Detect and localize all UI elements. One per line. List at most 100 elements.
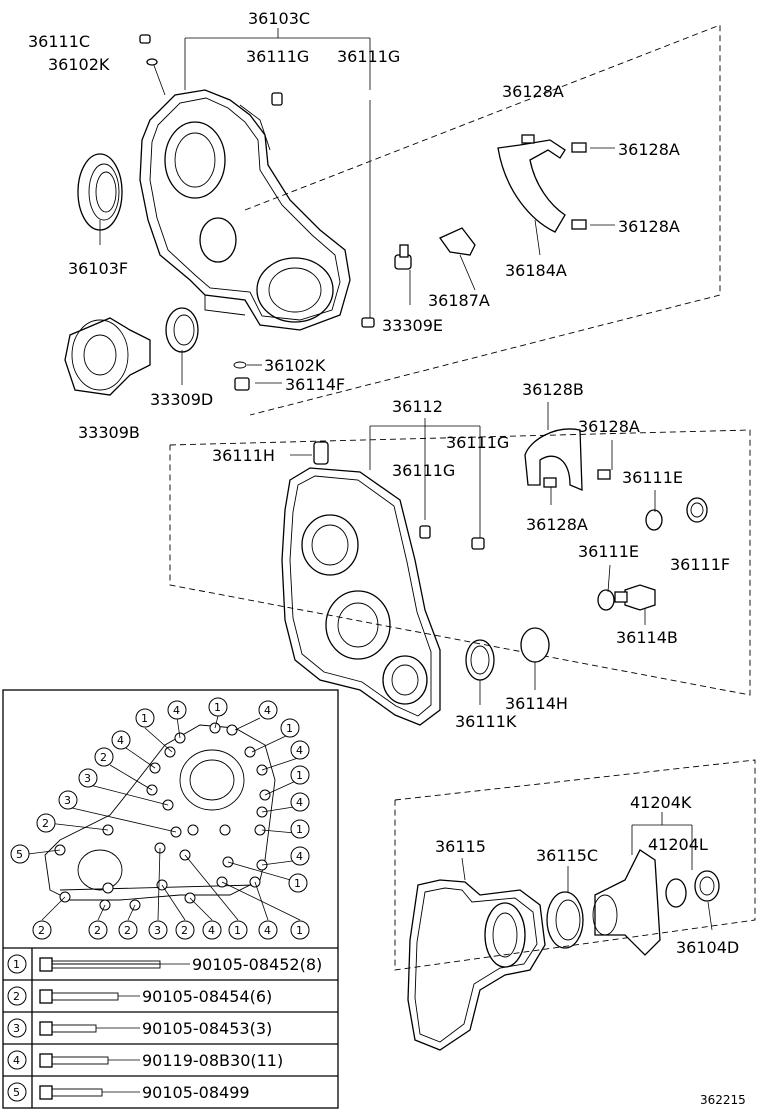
- label-36111K: 36111K: [455, 712, 517, 731]
- callout-1: 1: [290, 920, 310, 940]
- svg-text:3: 3: [13, 1022, 20, 1035]
- callout-2: 2: [36, 813, 56, 833]
- callout-1: 1: [280, 718, 300, 738]
- label-41204L: 41204L: [648, 835, 708, 854]
- label-36128A-m2: 36128A: [526, 515, 588, 534]
- callout-2: 2: [175, 920, 195, 940]
- svg-text:4: 4: [117, 734, 124, 747]
- label-36111E-2: 36111E: [578, 542, 639, 561]
- legend-code-2: 90105-08454(6): [142, 987, 272, 1006]
- legend-code-3: 90105-08453(3): [142, 1019, 272, 1038]
- figure-id: 362215: [700, 1093, 746, 1107]
- callout-4: 4: [258, 700, 278, 720]
- svg-text:4: 4: [208, 924, 215, 937]
- label-36111E-1: 36111E: [622, 468, 683, 487]
- callout-1: 1: [135, 708, 155, 728]
- label-33309E: 33309E: [382, 316, 443, 335]
- label-36111C: 36111C: [28, 32, 90, 51]
- legend-row-1: 1 90105-08452(8): [7, 954, 322, 974]
- label-36112: 36112: [392, 397, 443, 416]
- small-parts-top: [64, 34, 587, 396]
- extension-housing-36115: [407, 849, 720, 1051]
- svg-text:1: 1: [296, 769, 303, 782]
- label-36111H: 36111H: [212, 446, 275, 465]
- callout-1: 1: [228, 920, 248, 940]
- svg-text:1: 1: [286, 722, 293, 735]
- svg-text:2: 2: [181, 924, 188, 937]
- svg-text:2: 2: [100, 751, 107, 764]
- callout-3: 3: [58, 790, 78, 810]
- svg-text:2: 2: [42, 817, 49, 830]
- svg-text:4: 4: [296, 850, 303, 863]
- callout-4: 4: [111, 730, 131, 750]
- callout-3: 3: [78, 768, 98, 788]
- label-41204K: 41204K: [630, 793, 692, 812]
- rear-case-36112: [281, 467, 441, 726]
- labels-bottom: 41204K 36115 36115C 41204L 36104D: [435, 793, 739, 957]
- svg-text:3: 3: [64, 794, 71, 807]
- callout-5: 5: [10, 844, 30, 864]
- legend-code-1: 90105-08452(8): [192, 955, 322, 974]
- svg-text:1: 1: [296, 924, 303, 937]
- svg-text:5: 5: [16, 848, 23, 861]
- svg-text:4: 4: [13, 1054, 20, 1067]
- label-36103C: 36103C: [248, 9, 310, 28]
- bolt-legend: 1 90105-08452(8) 2 90105-08454(6) 3: [7, 954, 322, 1102]
- labels-mid: 36112 36128B 36128A 36111H 36111G 36111G…: [212, 380, 730, 731]
- svg-text:4: 4: [173, 704, 180, 717]
- front-case-36103C: [139, 89, 351, 331]
- label-36111F: 36111F: [670, 555, 730, 574]
- leader-lines-top: [99, 28, 615, 385]
- label-36111G-1: 36111G: [246, 47, 309, 66]
- legend-row-3: 3 90105-08453(3): [7, 1018, 272, 1038]
- svg-text:1: 1: [13, 958, 20, 971]
- svg-text:2: 2: [94, 924, 101, 937]
- label-36102K-bot: 36102K: [264, 356, 326, 375]
- svg-text:4: 4: [296, 796, 303, 809]
- callout-1: 1: [288, 873, 308, 893]
- small-parts-mid: [313, 428, 708, 681]
- svg-text:5: 5: [13, 1086, 20, 1099]
- labels-top: 36103C 36111C 36102K 36111G 36111G 36128…: [28, 9, 680, 442]
- label-36128A-top: 36128A: [502, 82, 564, 101]
- svg-text:4: 4: [296, 744, 303, 757]
- section-outlines: [169, 24, 756, 971]
- bolt-callouts: 1 4 1 4 1 4 4 2 1 3 4 3 1 2 4 5 1 2 2 2 …: [10, 697, 310, 940]
- label-36111G-3: 36111G: [446, 433, 509, 452]
- legend-code-4: 90119-08B30(11): [142, 1051, 283, 1070]
- leader-lines-bottom: [461, 812, 713, 931]
- legend-code-5: 90105-08499: [142, 1083, 250, 1102]
- callout-1: 1: [290, 819, 310, 839]
- label-33309D: 33309D: [150, 390, 213, 409]
- legend-row-4: 4 90119-08B30(11): [7, 1050, 283, 1070]
- label-36128A-r2: 36128A: [618, 217, 680, 236]
- svg-text:1: 1: [234, 924, 241, 937]
- svg-text:1: 1: [294, 877, 301, 890]
- svg-text:2: 2: [13, 990, 20, 1003]
- label-36128A-m1: 36128A: [578, 417, 640, 436]
- callout-3: 3: [148, 920, 168, 940]
- svg-text:4: 4: [264, 704, 271, 717]
- label-36111G-2: 36111G: [337, 47, 400, 66]
- label-36111G-4: 36111G: [392, 461, 455, 480]
- callout-1: 1: [208, 697, 228, 717]
- legend-row-2: 2 90105-08454(6): [7, 986, 272, 1006]
- svg-text:2: 2: [38, 924, 45, 937]
- callout-2: 2: [88, 920, 108, 940]
- callout-4: 4: [258, 920, 278, 940]
- callout-2: 2: [32, 920, 52, 940]
- label-36187A: 36187A: [428, 291, 490, 310]
- callout-4: 4: [167, 700, 187, 720]
- svg-text:4: 4: [264, 924, 271, 937]
- label-36115: 36115: [435, 837, 486, 856]
- svg-text:3: 3: [154, 924, 161, 937]
- callout-2: 2: [94, 747, 114, 767]
- label-36114F: 36114F: [285, 375, 345, 394]
- svg-text:1: 1: [296, 823, 303, 836]
- bolt-map-panel: 1 4 1 4 1 4 4 2 1 3 4 3 1 2 4 5 1 2 2 2 …: [2, 689, 339, 1109]
- svg-text:1: 1: [141, 712, 148, 725]
- callout-4: 4: [290, 740, 310, 760]
- label-36114H: 36114H: [505, 694, 568, 713]
- callout-4: 4: [202, 920, 222, 940]
- legend-row-5: 5 90105-08499: [7, 1082, 250, 1102]
